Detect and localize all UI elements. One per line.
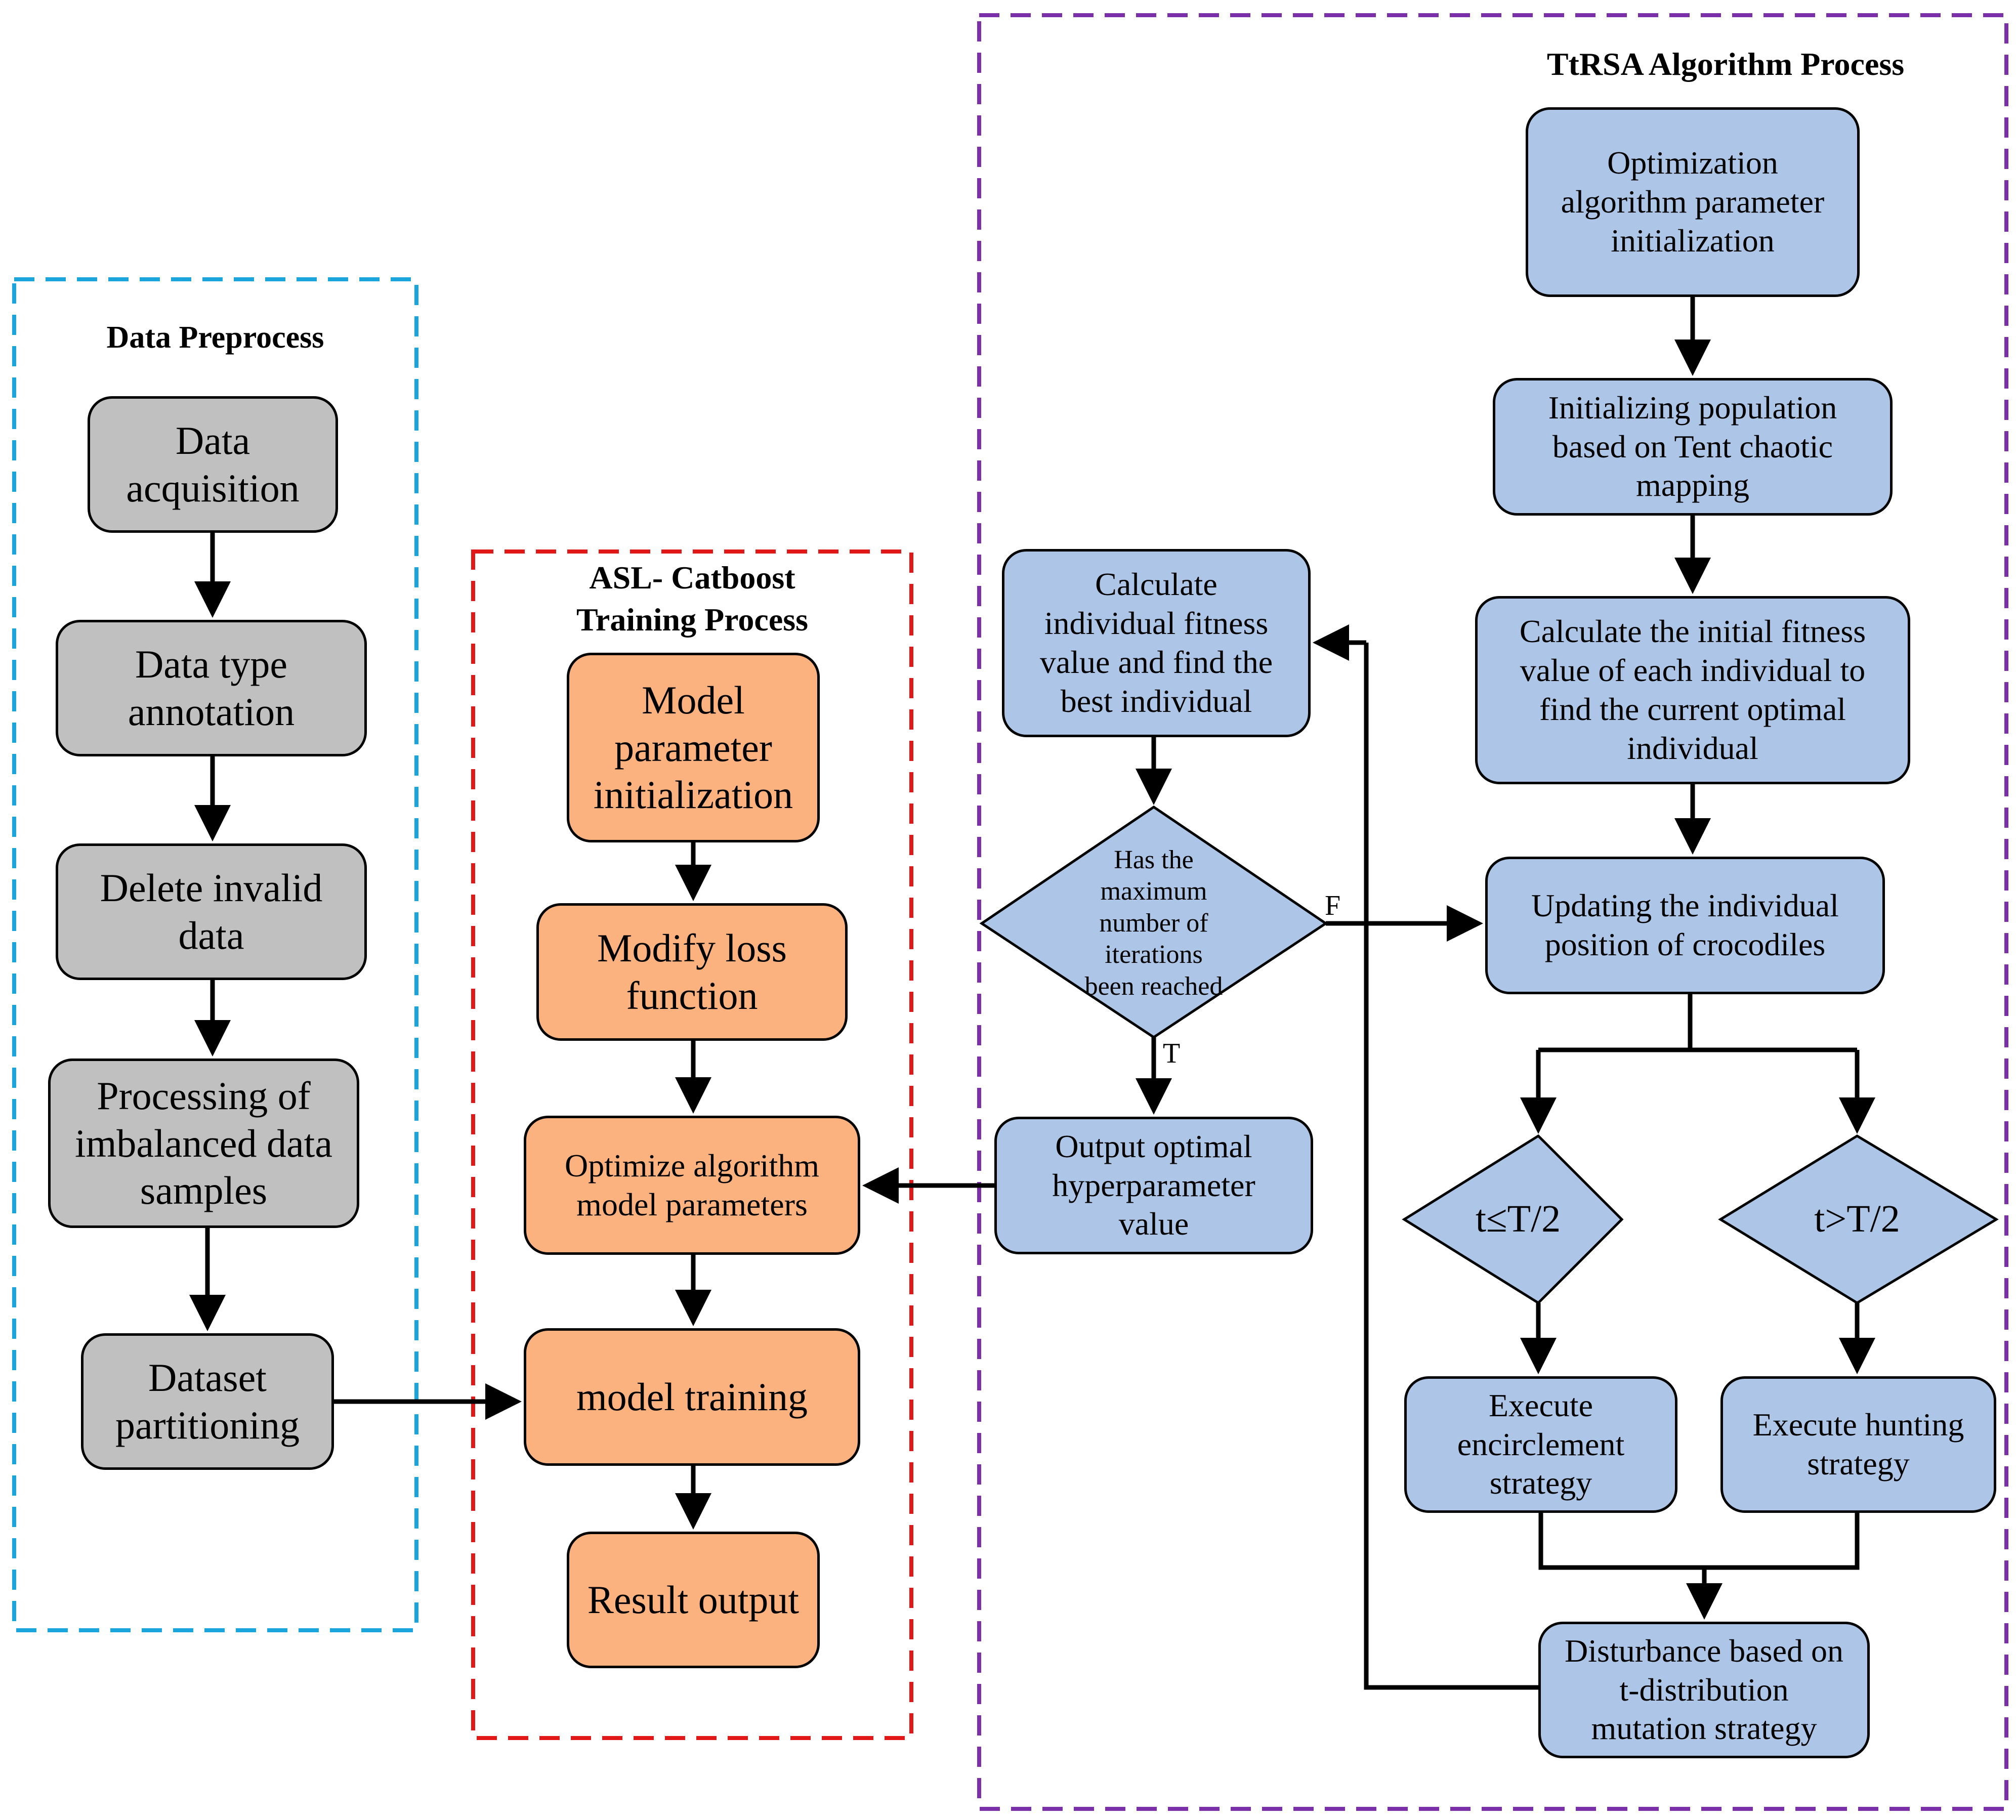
max-iterations-label: Has the maximum number of iterations bee… bbox=[1084, 845, 1223, 1001]
condition-right-label: t>T/2 bbox=[1814, 1198, 1900, 1241]
ttrsa-region bbox=[977, 13, 2008, 1811]
feedback-loop bbox=[1364, 643, 1538, 1690]
false-flag: F bbox=[1325, 890, 1341, 921]
data-preprocess-title: Data Preprocess bbox=[106, 320, 324, 355]
training-title-line1: ASL- Catboost bbox=[589, 560, 795, 596]
training-title-line2: Training Process bbox=[576, 602, 809, 638]
true-flag: T bbox=[1163, 1038, 1181, 1069]
data-preprocess-region bbox=[12, 277, 418, 1632]
model-training-box: model training bbox=[524, 1328, 860, 1466]
ttrsa-title: TtRSA Algorithm Process bbox=[1546, 46, 1905, 82]
branch-split bbox=[1538, 994, 1693, 1052]
training-process-title: ASL- Catboost Training Process bbox=[473, 557, 911, 641]
merge-left bbox=[1538, 1513, 1860, 1570]
condition-left-label: t≤T/2 bbox=[1475, 1198, 1561, 1241]
result-output-box: Result output bbox=[567, 1532, 820, 1668]
